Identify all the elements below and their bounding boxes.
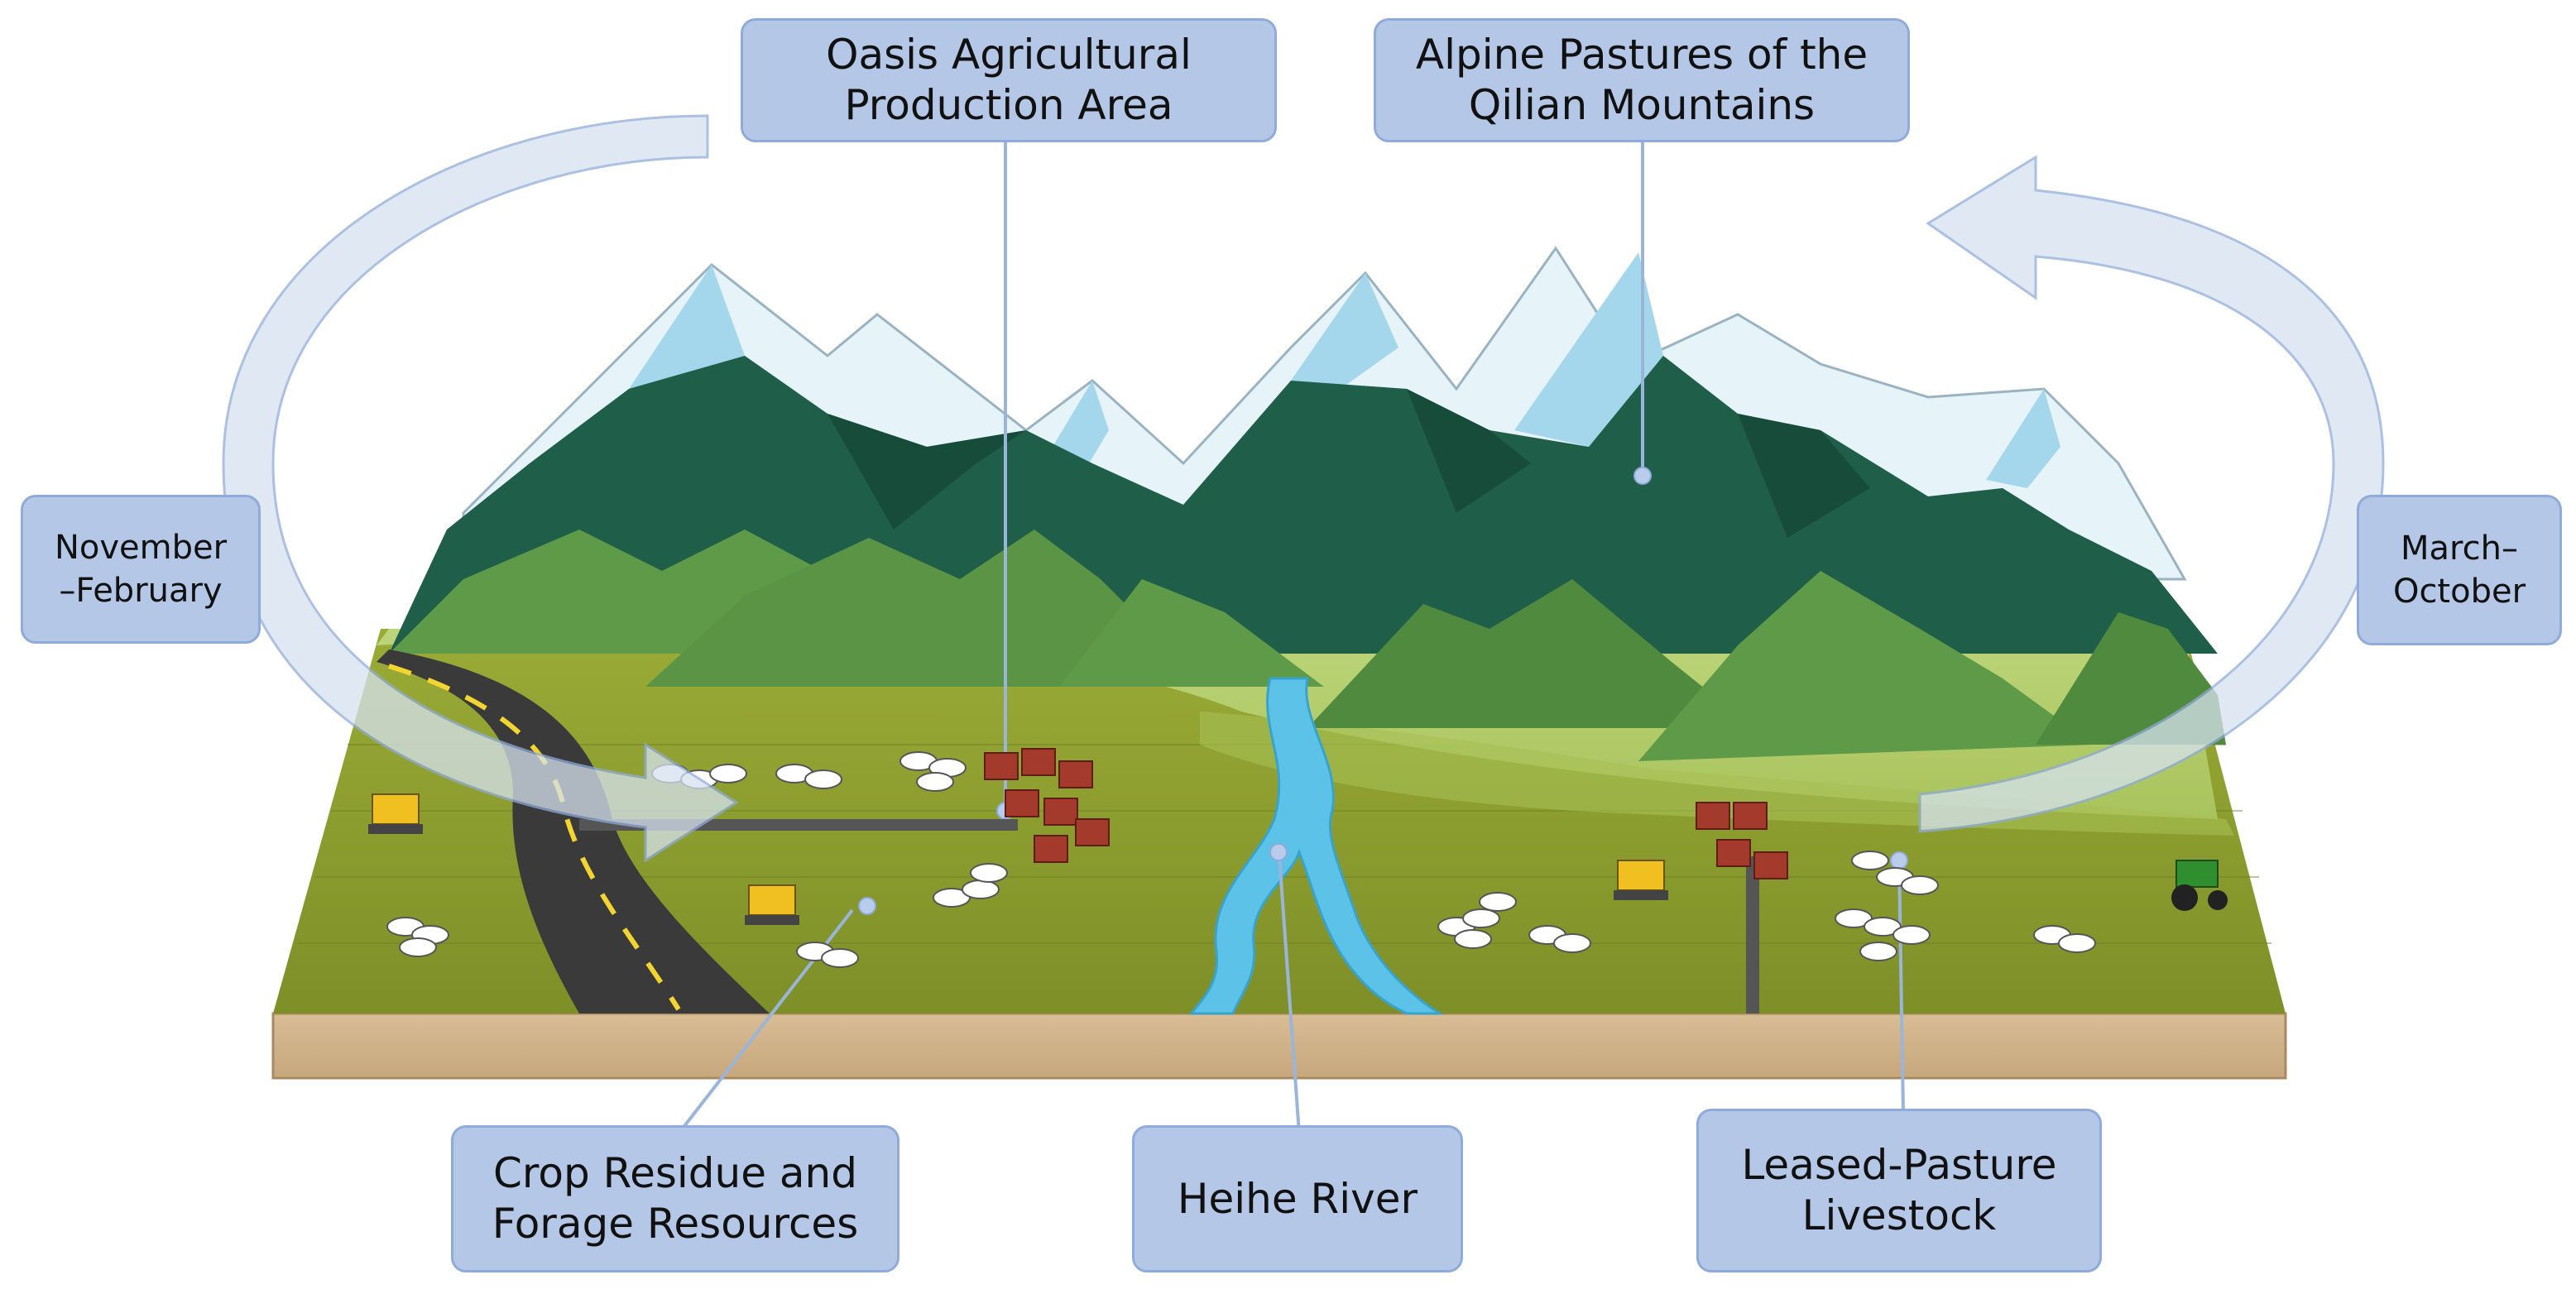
summer-line-2: October [2392,573,2526,611]
bulldozers [368,793,1668,925]
summer-line-1: March– [2401,530,2518,568]
ground-base [271,1012,2287,1080]
oasis-line-2: Production Area [844,81,1173,129]
leased-pasture-label: Leased-Pasture Livestock [1696,1109,2102,1272]
march-october-label: March– October [2357,495,2562,645]
livestock-pens [984,748,1788,879]
migration-arrow-left [222,114,739,863]
crop-line-2: Forage Resources [492,1200,859,1248]
sheep-flocks [386,751,2096,968]
heihe-river [1189,677,1445,1015]
crop-line-1: Crop Residue and [493,1149,857,1197]
alpine-pastures-label: Alpine Pastures of the Qilian Mountains [1374,18,1910,142]
heihe-river-label: Heihe River [1132,1125,1463,1272]
leased-line-2: Livestock [1801,1191,1997,1239]
migration-arrow-right [1918,155,2385,833]
leased-line-1: Leased-Pasture [1741,1141,2057,1189]
qilian-mountains [389,246,2226,761]
road [377,649,770,1014]
oasis-line-1: Oasis Agricultural [826,31,1192,79]
tractor [2171,860,2228,911]
alpine-line-1: Alpine Pastures of the [1415,31,1868,79]
crop-residue-label: Crop Residue and Forage Resources [451,1125,899,1272]
november-february-label: November –February [21,495,261,644]
winter-line-1: November [54,529,228,567]
alpine-line-2: Qilian Mountains [1468,81,1816,129]
river-line-1: Heihe River [1177,1174,1418,1223]
oasis-agricultural-label: Oasis Agricultural Production Area [741,18,1277,142]
winter-line-2: –February [59,572,223,610]
